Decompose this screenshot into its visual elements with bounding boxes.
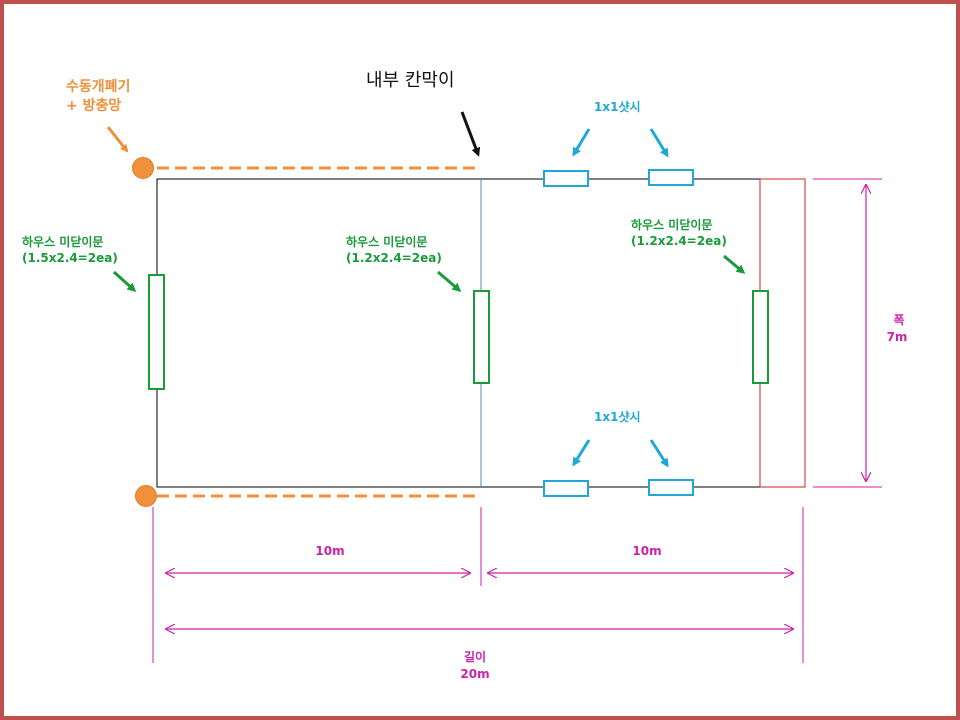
dim-right-label: 10m (632, 544, 661, 558)
door-middle (473, 290, 490, 384)
sash-bottom-arrow-2 (649, 439, 669, 468)
opener-handle-bottom (135, 485, 157, 507)
sash-bottom-arrow-1 (572, 439, 591, 467)
door-middle-arrow (437, 270, 462, 292)
sash-top-arrow-2 (649, 128, 669, 158)
dim-left-label: 10m (315, 544, 344, 558)
sash-bottom-label: 1x1샷시 (594, 409, 641, 424)
door-right-arrow (723, 254, 746, 274)
partition-label: 내부 칸막이 (366, 70, 455, 91)
length-label-1: 길이 (464, 649, 486, 664)
partition-arrow (460, 111, 481, 157)
opener-handle-top (132, 157, 154, 179)
opener-arrow (106, 126, 129, 153)
door-right-label-1: 하우스 미닫이문 (631, 217, 712, 232)
length-label-2: 20m (460, 667, 489, 681)
sash-top-1 (543, 170, 589, 187)
door-right-label-2: (1.2x2.4=2ea) (631, 234, 727, 248)
manual-opener-label-1: 수동개폐기 (66, 79, 130, 95)
door-left-label-1: 하우스 미닫이문 (22, 234, 103, 249)
door-left-arrow (112, 270, 137, 293)
sash-bottom-2 (648, 479, 694, 496)
door-middle-label-2: (1.2x2.4=2ea) (346, 251, 442, 265)
door-left-label-2: (1.5x2.4=2ea) (22, 251, 118, 265)
width-label-2: 7m (887, 330, 908, 344)
door-middle-label-1: 하우스 미닫이문 (346, 234, 427, 249)
floor-plan-diagram: 수동개폐기 + 방충망 내부 칸막이 1x1샷시 1x1샷시 하우스 미닫이문 … (22, 70, 908, 681)
door-left (148, 274, 165, 390)
sash-bottom-1 (543, 480, 589, 497)
manual-opener-label-2: + 방충망 (66, 97, 121, 114)
width-label-1: 폭 (893, 313, 904, 327)
sash-top-label: 1x1샷시 (594, 99, 641, 114)
sash-top-2 (648, 169, 694, 186)
door-right (752, 290, 769, 384)
sash-top-arrow-1 (572, 128, 591, 157)
